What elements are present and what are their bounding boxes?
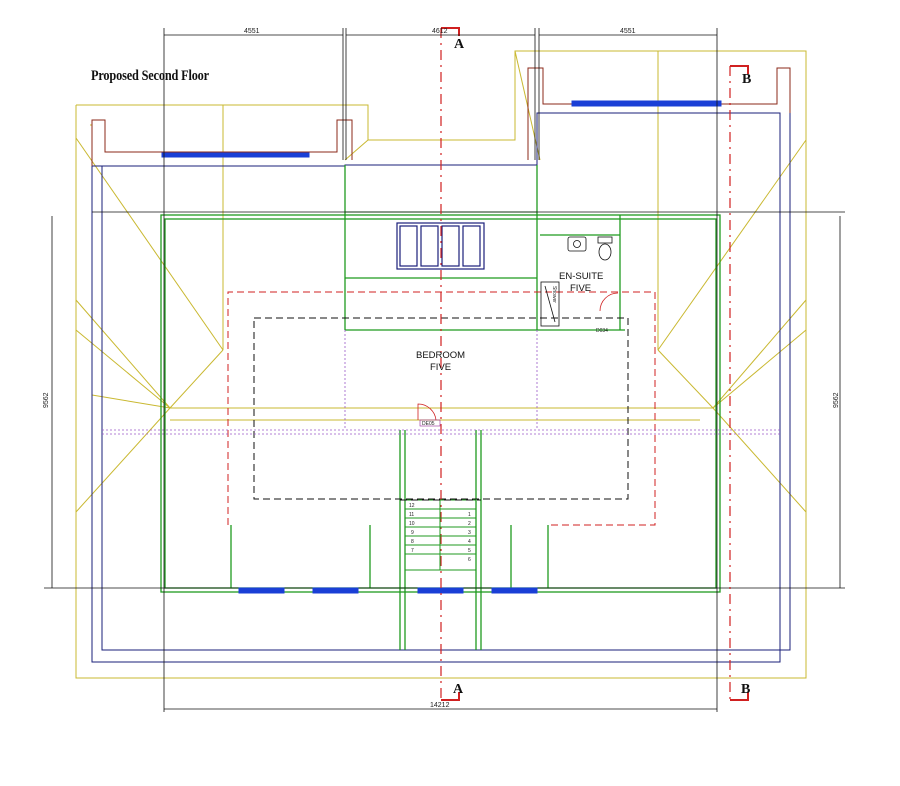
door-tag: D034 [596,328,608,334]
stair-number: 11 [409,512,414,518]
stair-number: 6 [468,557,471,563]
stair-number: 2 [468,521,471,527]
stair-number: 3 [468,530,471,536]
stair-number: 7 [411,548,414,554]
drawing-title: Proposed Second Floor [91,68,209,84]
staircase [404,499,477,571]
dim-top-middle: 4612 [432,28,448,35]
section-b-bottom-label: B [741,682,750,697]
ensuite-fixtures [540,236,613,327]
room-label-ensuite-line1: EN-SUITE [559,271,603,282]
section-a-bottom-label: A [453,682,464,697]
roof-light [396,222,485,270]
section-lines [440,28,731,700]
stair-numbers-left: 12 11 10 9 8 7 [409,503,415,554]
stair-numbers-right: 1 2 3 4 5 6 [468,512,471,563]
stair-number: 8 [411,539,414,545]
dim-left-height: 9562 [43,392,50,408]
stair-tag-box [419,419,441,427]
stair-number: 4 [468,539,471,545]
section-a-top-label: A [454,37,465,52]
dim-bottom-total: 14212 [430,702,450,709]
stair-number: 12 [409,503,415,509]
ensuite-door-swing [599,292,619,312]
stair-number: 9 [411,530,414,536]
red-dashed-extents [227,291,656,526]
room-label-bedroom-line2: FIVE [430,362,451,373]
windows [161,100,722,594]
dim-top-right: 4551 [620,28,636,35]
stair-number: 1 [468,512,471,518]
room-label-ensuite-line2: FIVE [570,283,591,294]
dim-right-height: 9562 [833,392,840,408]
room-label-bedroom-line1: BEDROOM [416,350,465,361]
section-b-top-label: B [742,72,751,87]
stair-number: 10 [409,521,415,527]
section-markers [441,27,749,701]
ridge-lines [102,330,780,435]
shower-tag: Shower [551,286,557,303]
stair-number: 5 [468,548,471,554]
stair-tag: DE05 [422,421,435,427]
dim-top-left: 4551 [244,28,260,35]
stair-door-swing [417,403,437,421]
dimension-lines [51,28,841,712]
